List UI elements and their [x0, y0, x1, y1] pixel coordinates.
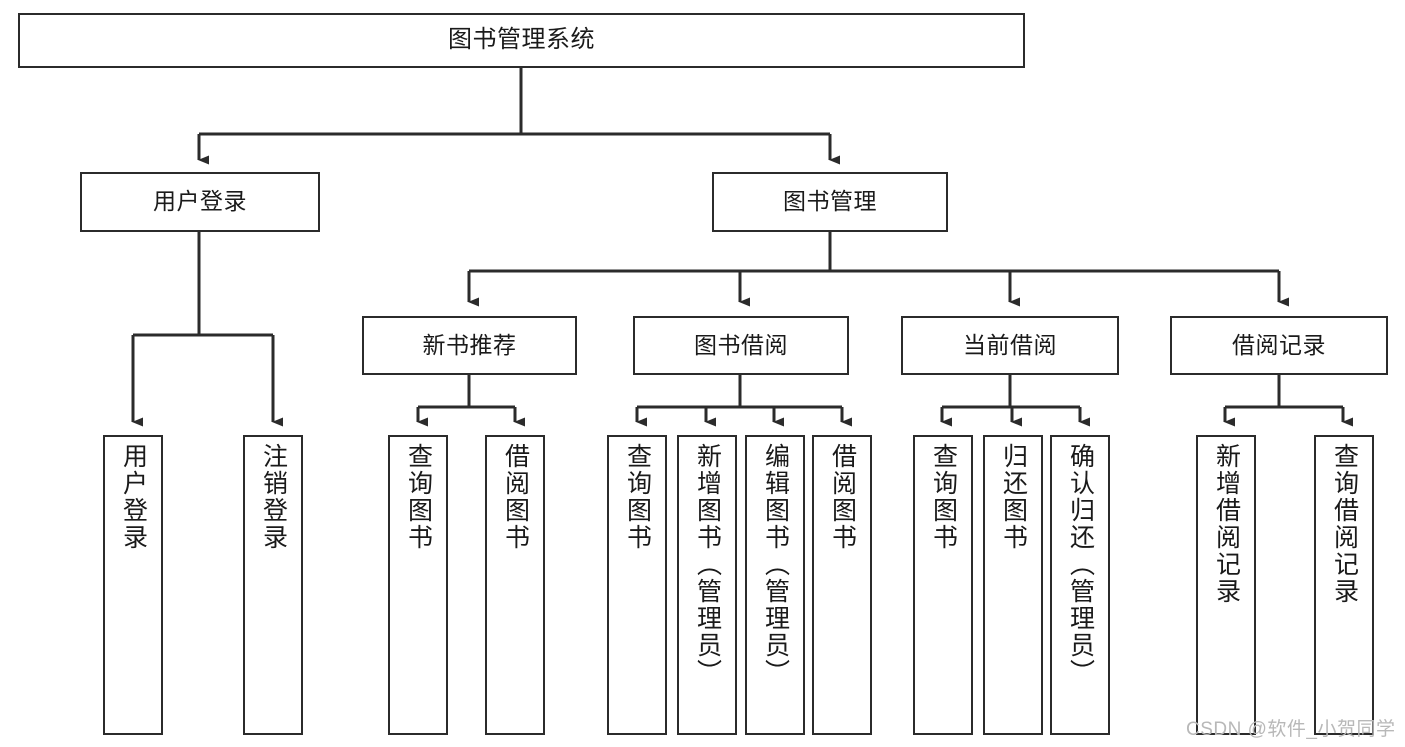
node-label: 新增图书（管理员）	[693, 443, 722, 686]
node-current-borrow[interactable]: 当前借阅	[901, 316, 1119, 375]
node-leaf-record-add[interactable]: 新增借阅记录	[1196, 435, 1256, 735]
node-label: 用户登录	[119, 443, 148, 551]
node-leaf-new-book-borrow[interactable]: 借阅图书	[485, 435, 545, 735]
node-user-login[interactable]: 用户登录	[80, 172, 320, 232]
watermark-text: CSDN @软件_小贺同学	[1186, 719, 1396, 740]
node-leaf-borrow-borrow-book[interactable]: 借阅图书	[812, 435, 872, 735]
node-label: 查询图书	[404, 443, 433, 551]
node-label: 查询图书	[623, 443, 652, 551]
node-label: 确认归还（管理员）	[1066, 443, 1095, 686]
node-leaf-current-confirm-return-admin[interactable]: 确认归还（管理员）	[1050, 435, 1110, 735]
node-leaf-borrow-edit-book-admin[interactable]: 编辑图书（管理员）	[745, 435, 805, 735]
node-root-book-management-system[interactable]: 图书管理系统	[18, 13, 1025, 68]
node-label: 新书推荐	[422, 331, 517, 358]
node-label: 查询借阅记录	[1330, 443, 1359, 605]
node-label: 当前借阅	[963, 331, 1057, 358]
node-label: 借阅图书	[828, 443, 857, 551]
node-leaf-borrow-add-book-admin[interactable]: 新增图书（管理员）	[677, 435, 737, 735]
node-label: 注销登录	[259, 443, 288, 551]
node-label: 查询图书	[929, 443, 958, 551]
node-book-borrow[interactable]: 图书借阅	[633, 316, 849, 375]
node-label: 借阅图书	[501, 443, 530, 551]
node-label: 用户登录	[153, 188, 247, 215]
node-label: 图书管理	[783, 188, 877, 215]
node-borrow-record[interactable]: 借阅记录	[1170, 316, 1388, 375]
node-label: 借阅记录	[1232, 331, 1326, 358]
node-leaf-user-login-signin[interactable]: 用户登录	[103, 435, 163, 735]
node-leaf-new-book-query[interactable]: 查询图书	[388, 435, 448, 735]
node-new-book-recommend[interactable]: 新书推荐	[362, 316, 577, 375]
node-leaf-current-query[interactable]: 查询图书	[913, 435, 973, 735]
node-leaf-current-return[interactable]: 归还图书	[983, 435, 1043, 735]
node-label: 编辑图书（管理员）	[761, 443, 790, 686]
node-label: 图书管理系统	[448, 26, 595, 54]
node-leaf-record-query[interactable]: 查询借阅记录	[1314, 435, 1374, 735]
node-label: 新增借阅记录	[1212, 443, 1241, 605]
node-leaf-borrow-query[interactable]: 查询图书	[607, 435, 667, 735]
node-book-management[interactable]: 图书管理	[712, 172, 948, 232]
node-leaf-user-login-signout[interactable]: 注销登录	[243, 435, 303, 735]
node-label: 图书借阅	[694, 331, 788, 358]
node-label: 归还图书	[999, 443, 1028, 551]
